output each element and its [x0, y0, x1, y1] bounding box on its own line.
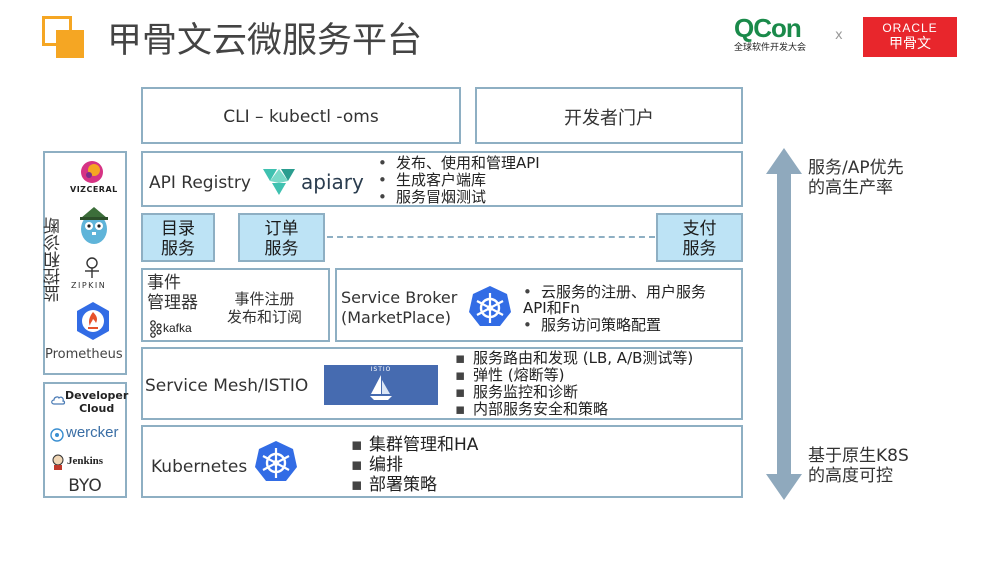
mesh-bullet: ▪弹性 (熔断等) — [455, 366, 565, 384]
istio-wordmark: ISTIO — [370, 366, 392, 373]
event-manager-desc: 事件注册 发布和订阅 — [227, 290, 303, 326]
api-registry-label: API Registry — [149, 173, 251, 193]
gopher-mascot-icon — [80, 207, 108, 244]
prometheus-icon — [77, 302, 109, 340]
byo-panel: Developer Cloud wercker Jenkins BYO — [43, 382, 129, 498]
mesh-bullets: ▪服务路由和发现 (LB, A/B测试等) ▪弹性 (熔断等) ▪服务监控和诊断… — [455, 350, 693, 418]
zipkin-icon — [85, 257, 99, 278]
oracle-wordmark: ORACLE — [882, 21, 938, 35]
byo-label: BYO — [68, 476, 102, 496]
service-dashed-line — [327, 236, 655, 238]
monitoring-panel: 监控和诊断 VIZCERAL ZIPKIN Prometheus — [43, 151, 127, 375]
oracle-logo: ORACLE 甲骨文 — [863, 17, 957, 57]
event-manager-box[interactable]: 事件 管理器 事件注册 发布和订阅 kafka — [141, 268, 330, 342]
service-broker-box[interactable]: Service Broker (MarketPlace) •云服务的注册、用户服… — [335, 268, 743, 342]
page-title: 甲骨文云微服务平台 — [107, 21, 423, 61]
service-broker-label: Service Broker (MarketPlace) — [341, 288, 458, 327]
jenkins-label: Jenkins — [67, 455, 104, 467]
kubernetes-icon — [469, 286, 511, 326]
double-arrow-icon — [766, 148, 802, 500]
mesh-bullet: ▪服务监控和诊断 — [455, 383, 579, 401]
kafka-wordmark: kafka — [163, 321, 192, 335]
event-manager-title: 事件 管理器 — [147, 273, 198, 313]
logo-separator: x — [835, 28, 843, 43]
broker-bullets: •云服务的注册、用户服务 API和Fn •服务访问策略配置 — [523, 284, 706, 334]
broker-bullet: •服务访问策略配置 — [523, 316, 662, 334]
registry-bullet: •生成客户端库 — [378, 171, 487, 189]
prometheus-label: Prometheus — [45, 347, 123, 362]
order-service-tile[interactable]: 订单 服务 — [238, 213, 325, 262]
cli-box[interactable]: CLI – kubectl -oms — [141, 87, 461, 144]
kafka-icon — [150, 320, 162, 338]
service-mesh-box[interactable]: Service Mesh/ISTIO ISTIO ▪服务路由和发现 (LB, A… — [141, 347, 743, 420]
monitoring-vertical-label: 监控和诊断 — [44, 217, 64, 302]
istio-logo: ISTIO — [324, 365, 438, 405]
catalog-service-tile[interactable]: 目录 服务 — [141, 213, 215, 262]
zipkin-label: ZIPKIN — [71, 281, 107, 290]
kube-bullet: ▪集群管理和HA — [351, 435, 479, 455]
wercker-icon — [50, 428, 64, 442]
istio-sail-icon — [370, 375, 392, 400]
apiary-icon — [263, 169, 295, 195]
qcon-wordmark: QCon — [734, 13, 802, 43]
developer-cloud-label: Developer Cloud — [65, 389, 129, 415]
kubernetes-label: Kubernetes — [151, 457, 248, 477]
cli-label: CLI – kubectl -oms — [223, 107, 379, 127]
registry-bullets: •发布、使用和管理API •生成客户端库 •服务冒烟测试 — [378, 155, 540, 206]
qcon-logo: QCon 全球软件开发大会 — [734, 14, 820, 58]
wercker-label: wercker — [66, 424, 119, 441]
title-accent-icon — [42, 16, 84, 58]
right-bottom-text: 基于原生K8S 的高度可控 — [808, 446, 909, 486]
apiary-wordmark: apiary — [301, 170, 364, 194]
oracle-cn: 甲骨文 — [889, 36, 931, 52]
vizceral-label: VIZCERAL — [70, 185, 118, 194]
kubernetes-box[interactable]: Kubernetes ▪集群管理和HA ▪编排 ▪部署策略 — [141, 425, 743, 498]
mesh-bullet: ▪内部服务安全和策略 — [455, 400, 609, 418]
portal-label: 开发者门户 — [564, 108, 654, 129]
service-mesh-label: Service Mesh/ISTIO — [145, 376, 309, 396]
jenkins-icon — [52, 454, 64, 470]
mesh-bullet: ▪服务路由和发现 (LB, A/B测试等) — [455, 349, 694, 367]
registry-bullet: •发布、使用和管理API — [378, 154, 540, 172]
kubernetes-icon — [255, 441, 297, 481]
api-registry-box[interactable]: API Registry apiary •发布、使用和管理API •生成客户端库… — [141, 151, 743, 207]
right-top-text: 服务/AP优先 的高生产率 — [808, 158, 904, 198]
broker-bullet: •云服务的注册、用户服务 API和Fn — [523, 283, 707, 317]
registry-bullet: •服务冒烟测试 — [378, 188, 487, 206]
vizceral-icon — [81, 161, 103, 183]
kube-bullet: ▪编排 — [351, 455, 403, 475]
portal-box[interactable]: 开发者门户 — [475, 87, 743, 144]
kube-bullets: ▪集群管理和HA ▪编排 ▪部署策略 — [351, 435, 478, 495]
developer-cloud-icon — [51, 396, 66, 405]
kube-bullet: ▪部署策略 — [351, 475, 437, 495]
qcon-subtitle: 全球软件开发大会 — [734, 43, 807, 53]
payment-service-tile[interactable]: 支付 服务 — [656, 213, 743, 262]
